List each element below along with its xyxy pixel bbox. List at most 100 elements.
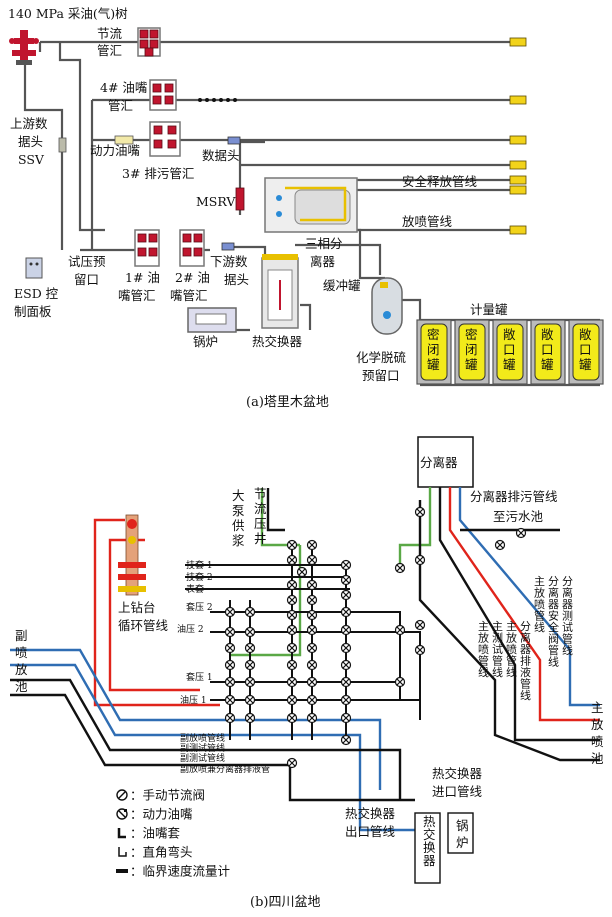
gate-valve-icon [340,559,352,571]
vertical-line-label: 喷 [534,598,545,611]
blowdown-manifold-3-icon [149,121,181,157]
gate-valve-icon [286,694,298,706]
hx-outlet-label-2: 出口管线 [345,824,396,839]
vertical-line-label: 排 [520,654,531,668]
vertical-line-label: 离 [562,586,573,600]
panel-b-caption: (b)四川盆地 [250,895,320,910]
gate-valve-icon [306,694,318,706]
gate-valve-icon [224,606,236,618]
tank-label: 口 [541,342,554,357]
downstream-label-1: 下游数 [210,254,248,269]
tank-fill [572,323,600,381]
vertical-line-label: 试 [492,643,503,656]
gate-valve-icon [340,589,352,601]
vertical-line-label: 器 [548,598,559,611]
oil-choke-2-label-1: 2# 油 [175,270,210,285]
gate-valve-icon [244,659,256,671]
big-pump-label: 泵 [232,503,245,518]
tank-label: 罐 [465,357,478,372]
vertical-line-label: 管 [520,677,531,691]
vertical-line-label: 管 [548,643,559,657]
choke-manifold-label-2: 管汇 [97,43,122,58]
vertical-line-label: 喷 [506,643,517,656]
vertical-line-label: 线 [506,665,517,679]
vertical-line-label: 放 [506,631,517,645]
aux-flare-pool-label: 放 [15,662,28,677]
panel-a-caption: (a)塔里木盆地 [246,395,329,410]
dotted-choke-string [198,98,237,102]
gate-valve-icon [394,562,406,574]
gate-valve-icon [286,539,298,551]
vertical-line-label: 管 [562,632,573,646]
vertical-line-label: 全 [548,620,559,634]
tank-label: 罐 [503,357,516,372]
vertical-line-label: 主 [506,620,517,633]
tank-fill [496,323,524,381]
vertical-line-labels: 大泵供浆节流压井副喷放池主放喷池热交换器锅炉主放喷管线主测试管线主放喷管线分离器… [15,486,604,868]
wellhead-tree-icon [118,514,146,596]
choke-manifold-label-1: 节流 [97,26,123,41]
heat-exchanger-icon [261,254,299,329]
gate-valve-icon [286,659,298,671]
pressure-test-label-2: 留口 [74,272,99,287]
gate-valve-icon [515,527,527,539]
three-phase-label-2: 离器 [310,254,336,269]
hx-box-label: 交 [423,827,436,842]
casing-pressure-1-label: 套压 1 [186,671,213,683]
heat-exchanger-label: 热交换器 [252,334,303,349]
gate-valve-icon [296,566,308,578]
tank-label: 敞 [579,327,592,342]
gate-valve-icon [306,676,318,688]
gate-valve-icon [494,539,506,551]
gate-valve-icon [340,642,352,654]
tank-label: 闭 [465,342,478,357]
main-flare-pool-label: 主 [591,700,604,715]
safety-release-label: 安全释放管线 [402,174,478,189]
critical-flowmeter-icon [116,869,128,873]
gate-valve-icon [286,594,298,606]
vertical-line-label: 放 [534,586,545,600]
vertical-line-label: 液 [520,665,531,679]
gate-valve-icon [224,694,236,706]
oil-choke-manifold-1-icon [134,229,160,267]
downstream-data-head-device [221,242,235,251]
gate-valve-icon [224,712,236,724]
three-phase-label-1: 三相分 [305,236,343,251]
vertical-line-label: 线 [562,643,573,657]
vertical-line-label: 主 [492,620,503,633]
vertical-line-label: 线 [478,665,489,679]
msrv-valve-icon [235,187,245,211]
gate-valve-icon [340,574,352,586]
vertical-line-label: 测 [562,610,573,623]
gate-valve-icon [340,712,352,724]
vertical-line-label: 离 [520,631,531,645]
gate-valve-icon [306,539,318,551]
gate-valve-icon [286,712,298,724]
tank-label: 密 [427,327,440,342]
gate-valve-icon [244,712,256,724]
gate-valve-icon [414,619,426,631]
gate-valve-icon [394,624,406,636]
oil-choke-1-label-1: 1# 油 [125,270,160,285]
gate-valve-icon [224,659,236,671]
hx-outlet-label-1: 热交换器 [345,806,396,821]
vertical-line-label: 试 [562,621,573,634]
gate-valve-icon [394,676,406,688]
gate-valve-icon [306,609,318,621]
choke-pressure-well-label: 节 [254,486,267,501]
buffer-tank-label: 缓冲罐 [323,278,361,293]
boiler-box-label: 锅 [456,818,469,833]
legend-label: ：直角弯头 [130,845,193,860]
tree-label: 140 MPa 采油(气)树 [8,6,128,21]
separator-drain-label: 分离器排污管线 [470,489,558,504]
tank-label: 罐 [579,357,592,372]
boiler-box [447,812,474,854]
vertical-line-label: 安 [548,609,559,623]
vertical-line-label: 管 [534,609,545,623]
data-head-device [227,136,241,145]
oil-choke-1-label-2: 嘴管汇 [118,288,156,303]
gate-valve-icon [340,606,352,618]
gate-valve-icon [306,712,318,724]
